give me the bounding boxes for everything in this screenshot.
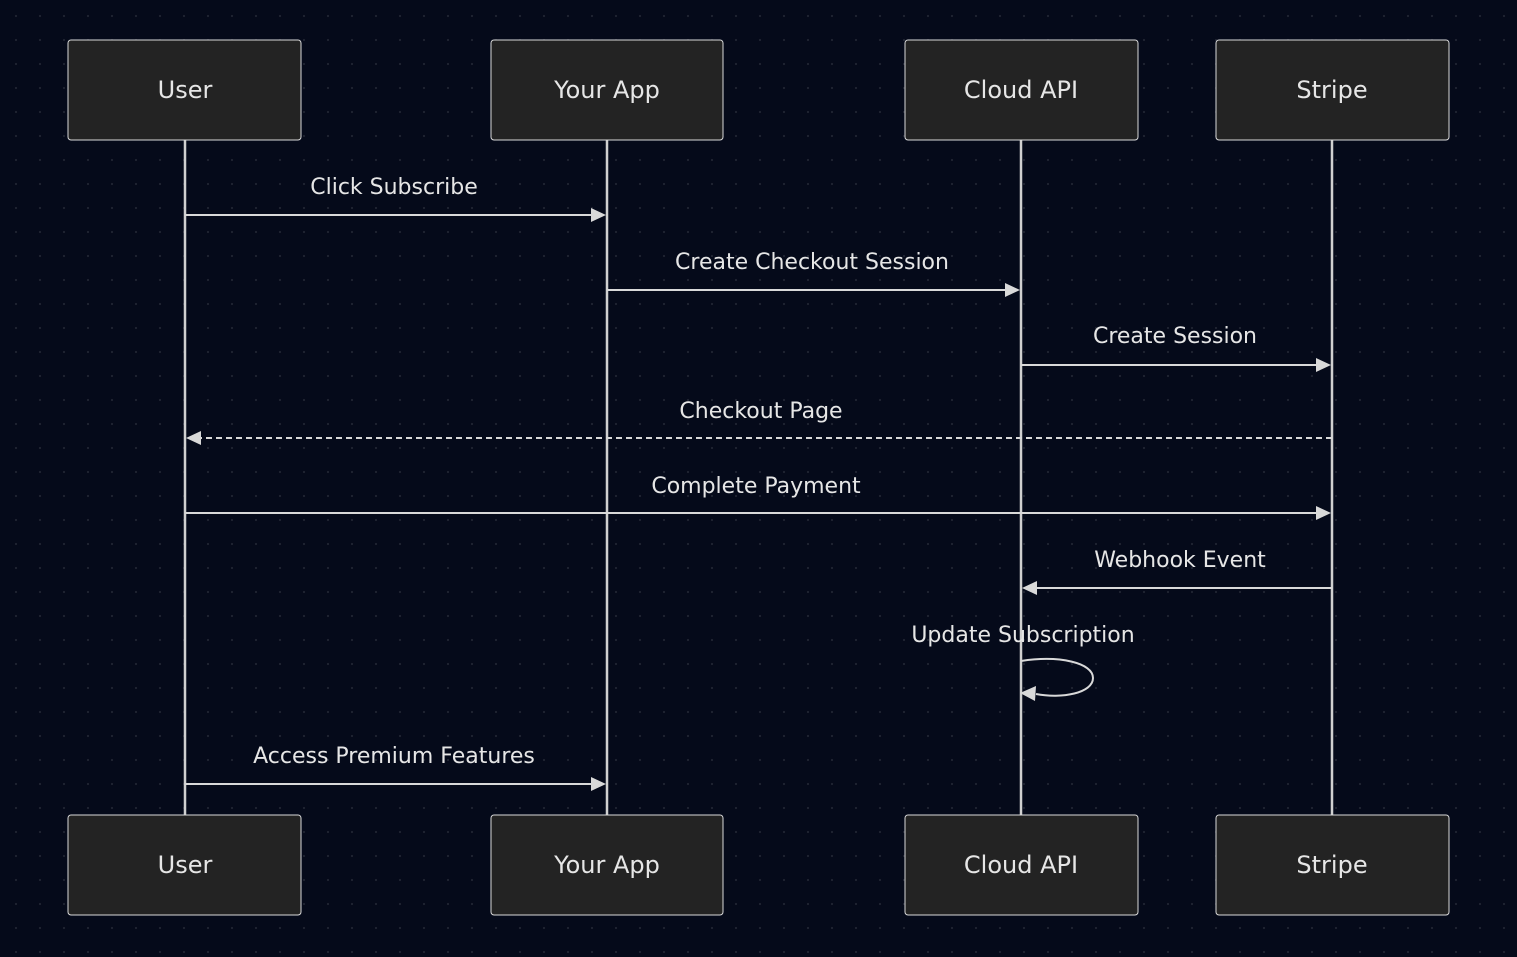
message-label: Checkout Page xyxy=(679,399,842,424)
messages: Click Subscribe Create Checkout Session … xyxy=(185,175,1332,791)
actor-label: User xyxy=(158,76,213,104)
message-create-checkout-session: Create Checkout Session xyxy=(607,250,1020,297)
arrow-head xyxy=(591,208,606,222)
actor-label: Your App xyxy=(553,851,660,879)
actor-label: Stripe xyxy=(1296,851,1367,879)
actor-label: User xyxy=(158,851,213,879)
message-label: Complete Payment xyxy=(651,474,861,499)
message-webhook-event: Webhook Event xyxy=(1022,548,1332,595)
actor-cloud-top: Cloud API xyxy=(904,39,1139,141)
message-label: Create Session xyxy=(1093,324,1257,349)
arrow-head xyxy=(1020,686,1036,701)
arrow-head xyxy=(1022,581,1037,595)
actor-stripe-bottom: Stripe xyxy=(1215,814,1450,916)
actor-stripe-top: Stripe xyxy=(1215,39,1450,141)
message-access-premium-features: Access Premium Features xyxy=(185,744,606,791)
message-label: Webhook Event xyxy=(1094,548,1266,573)
arrow-head xyxy=(186,431,201,445)
actor-user-bottom: User xyxy=(67,814,302,916)
message-label: Click Subscribe xyxy=(310,175,478,200)
actors-bottom: User Your App Cloud API Stripe xyxy=(67,814,1450,916)
actor-label: Cloud API xyxy=(964,851,1078,879)
actor-user-top: User xyxy=(67,39,302,141)
message-label: Access Premium Features xyxy=(253,744,535,769)
actor-cloud-bottom: Cloud API xyxy=(904,814,1139,916)
arrow-head xyxy=(1005,283,1020,297)
message-update-subscription: Update Subscription xyxy=(911,623,1135,701)
self-loop xyxy=(1020,658,1095,697)
arrow-head xyxy=(591,777,606,791)
lifelines xyxy=(183,140,1334,815)
actor-label: Stripe xyxy=(1296,76,1367,104)
message-label: Update Subscription xyxy=(911,623,1134,648)
actor-app-top: Your App xyxy=(490,39,724,141)
message-label: Create Checkout Session xyxy=(675,250,949,275)
actor-label: Your App xyxy=(553,76,660,104)
message-checkout-page: Checkout Page xyxy=(186,399,1332,445)
message-complete-payment: Complete Payment xyxy=(185,474,1331,520)
message-create-session: Create Session xyxy=(1021,324,1331,372)
arrow-head xyxy=(1316,506,1331,520)
arrow-head xyxy=(1316,358,1331,372)
actor-app-bottom: Your App xyxy=(490,814,724,916)
message-click-subscribe: Click Subscribe xyxy=(185,175,606,222)
actors-top: User Your App Cloud API Stripe xyxy=(67,39,1450,141)
actor-label: Cloud API xyxy=(964,76,1078,104)
